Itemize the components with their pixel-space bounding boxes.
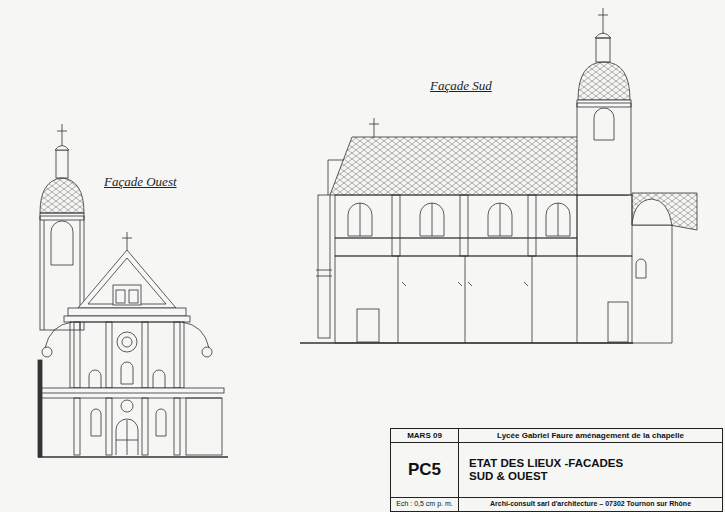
title-block-text: Lycée Gabriel Faure aménagement de la ch… bbox=[497, 431, 684, 440]
project-cell: Lycée Gabriel Faure aménagement de la ch… bbox=[458, 428, 723, 443]
west-facade bbox=[38, 124, 228, 457]
architect-cell: Archi-consult sarl d'architecture – 0730… bbox=[458, 497, 723, 512]
title-block-text: Ech : 0,5 cm p. m. bbox=[396, 500, 452, 508]
scale-cell: Ech : 0,5 cm p. m. bbox=[390, 497, 459, 512]
sheet-title-cell: ETAT DES LIEUX -FACADES SUD & OUEST bbox=[458, 442, 723, 498]
title-block-text: MARS 09 bbox=[407, 431, 442, 440]
view-title: Façade Sud bbox=[430, 78, 492, 94]
view-title: Façade Ouest bbox=[104, 174, 177, 190]
date-cell: MARS 09 bbox=[390, 428, 459, 443]
sheet-number-cell: PC5 bbox=[390, 442, 459, 498]
title-block-text: PC5 bbox=[408, 460, 441, 480]
south-facade bbox=[300, 8, 697, 343]
title-block-text: ETAT DES LIEUX -FACADES SUD & OUEST bbox=[469, 457, 627, 483]
title-block-text: Archi-consult sarl d'architecture – 0730… bbox=[490, 500, 691, 508]
